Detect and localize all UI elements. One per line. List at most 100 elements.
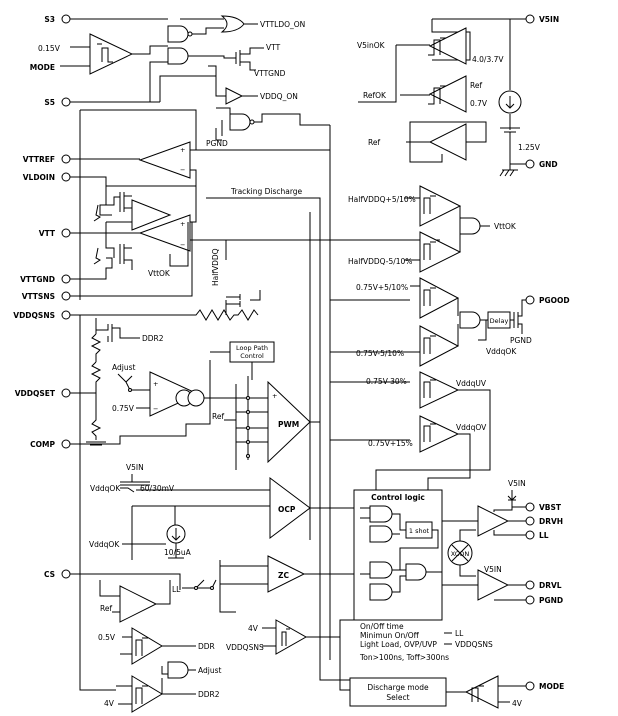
pin-s5-circle: [61, 97, 71, 107]
vtt-switch: VTT VTTGND: [188, 43, 286, 78]
hv-plus-label: HalfVDDQ+5/10%: [348, 195, 416, 204]
ocp-section: V5IN VddqOK 60/30mV OCP VddqOK 10/5uA: [89, 463, 360, 560]
pin-pgnd: PGND: [525, 595, 563, 605]
pwm-label: PWM: [278, 420, 299, 429]
p075-minus-label: 0.75V-5/10%: [356, 349, 404, 358]
svg-text:+: +: [180, 146, 185, 154]
delay-label: Delay: [490, 317, 509, 325]
pin-drvl: DRVL: [525, 580, 562, 590]
pin-vttsns-circle: [61, 291, 71, 301]
vttok-and-gate: [459, 217, 481, 235]
one-shot-label: 1 shot: [409, 527, 430, 535]
refok-label: RefOK: [363, 91, 387, 100]
pin-gnd-label: GND: [539, 160, 558, 169]
pin-vttref-label: VTTREF: [23, 155, 55, 164]
timing-4: Ton>100ns, Toff>300ns: [359, 653, 449, 662]
pwm-comparator-triangle: [267, 380, 311, 464]
pin-mode-right: MODE: [525, 681, 564, 691]
cs-amp: Ref: [70, 573, 181, 623]
pin-gnd: GND: [525, 159, 558, 169]
zc-label: ZC: [278, 571, 289, 580]
svg-text:+: +: [272, 392, 277, 400]
v075-label: 0.75V: [112, 404, 135, 413]
ddr2-label: DDR2: [142, 334, 164, 343]
svg-text:+: +: [153, 380, 158, 388]
pin-vddqset-label: VDDQSET: [15, 389, 56, 398]
cs-amp-triangle: [119, 585, 158, 623]
svg-text:−: −: [153, 405, 158, 413]
pin-gnd-circle: [525, 159, 535, 169]
pin-cs: CS: [44, 569, 71, 579]
adjust-b-label: Adjust: [198, 666, 222, 675]
pin-vtt: VTT: [39, 228, 71, 238]
v5inok-label: V5inOK: [357, 41, 386, 50]
pin-vttgnd-label: VTTGND: [20, 275, 55, 284]
v125-label: 1.25V: [518, 143, 541, 152]
loop-line1: Loop Path: [236, 344, 268, 352]
pin-pgood-label: PGOOD: [539, 296, 570, 305]
pin-vttgnd: VTTGND: [20, 274, 71, 284]
adjust-switch: Adjust: [112, 363, 140, 392]
ov-comparator: 0.75V+15% VddqOV: [368, 415, 487, 490]
pwm-comparator: + PWM Ref: [212, 376, 320, 470]
and-gate-1: [167, 25, 193, 43]
pin-vddqset-circle: [61, 388, 71, 398]
hv-minus-label: HalfVDDQ-5/10%: [348, 257, 412, 266]
vttldo-on-label: VTTLDO_ON: [260, 20, 305, 29]
refok-comparator: RefOK Ref 0.7V: [363, 75, 488, 113]
ref-cs-label: Ref: [100, 604, 112, 613]
pin-vtt-label: VTT: [39, 229, 56, 238]
v4-mid-label: 4V: [248, 624, 259, 633]
pin-v5in-circle: [525, 14, 535, 24]
halfvddq-network: HalfVDDQ: [70, 240, 261, 321]
pgood-window: 0.75V+5/10% 0.75V-5/10% Delay PGND VddqO…: [356, 277, 532, 367]
vttref-amp-triangle: [138, 141, 191, 179]
v5in-r-label: V5IN: [508, 479, 526, 488]
nand-pgnd: PGND: [206, 107, 330, 148]
ov-comparator-triangle: [419, 415, 460, 453]
pin-vbst: VBST: [525, 502, 562, 512]
ll-mid-label: LL: [172, 585, 181, 594]
vttref-amp: + −: [70, 141, 330, 187]
loop-line2: Control: [240, 352, 264, 360]
ref-buffer-triangle: [428, 123, 467, 161]
pin-vttref-circle: [61, 154, 71, 164]
pin-ll: LL: [525, 530, 549, 540]
ddr-comparators: 0.5V DDR Adjust 4V DDR2: [79, 315, 222, 713]
pin-cs-circle: [61, 569, 71, 579]
pin-mode-left: MODE: [30, 63, 55, 72]
bottom-4v-comparator: 4V VDDQSNS: [226, 619, 350, 691]
pin-vttgnd-circle: [61, 274, 71, 284]
control-logic-box: [353, 489, 443, 621]
pin-vddqsns: VDDQSNS: [13, 310, 71, 320]
uv-comparator: 0.75V-30% VddqUV: [366, 371, 491, 490]
timing-2: Minimun On/Off: [360, 631, 420, 640]
pin-vldoin: VLDOIN: [23, 172, 71, 182]
pin-comp: COMP: [30, 439, 71, 449]
pin-vttsns-label: VTTSNS: [22, 292, 55, 301]
and-gate-1-body: [167, 25, 189, 43]
pin-v5in-label: V5IN: [539, 15, 559, 24]
mode-comparator-r-triangle: [464, 675, 499, 709]
ll-r-label: LL: [455, 629, 464, 638]
vttsns-wire: [70, 222, 193, 297]
pin-drvl-label: DRVL: [539, 581, 562, 590]
or-gate-vttldo: VTTLDO_ON: [180, 15, 305, 35]
pin-vddqsns-label: VDDQSNS: [13, 311, 55, 320]
tracking-discharge: Tracking Discharge: [206, 187, 350, 681]
vddqok-label: VddqOK: [486, 347, 517, 356]
ref-pwm-label: Ref: [212, 412, 224, 421]
v015-label: 0.15V: [38, 44, 61, 53]
v4-r-label: 4V: [512, 699, 523, 708]
zc-comparator-triangle: [267, 555, 306, 593]
ddr2-b-label: DDR2: [198, 690, 220, 699]
pin-cs-label: CS: [44, 570, 55, 579]
pgnd-top-label: PGND: [206, 139, 228, 148]
pin-pgood: PGOOD: [525, 295, 570, 305]
pin-pgnd-circle: [525, 595, 535, 605]
refok-triangle: [428, 75, 467, 113]
vddquv-label: VddqUV: [456, 379, 487, 388]
vttok-window-comparators: HalfVDDQ+5/10% HalfVDDQ-5/10% VttOK: [348, 185, 517, 273]
pin-vldoin-label: VLDOIN: [23, 173, 55, 182]
